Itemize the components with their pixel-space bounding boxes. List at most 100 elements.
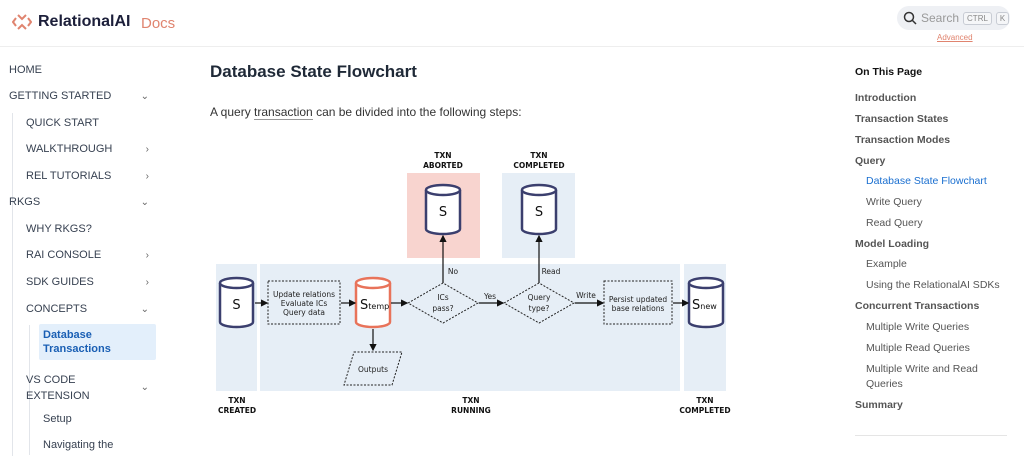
edge-label-no: No bbox=[448, 267, 459, 276]
box-text: base relations bbox=[612, 304, 665, 313]
label-completed: COMPLETED bbox=[679, 406, 730, 415]
edge-label-yes: Yes bbox=[483, 292, 496, 301]
label-txn: TXN bbox=[462, 396, 479, 405]
label-txn: TXN bbox=[696, 396, 713, 405]
search-button[interactable]: Search CTRL K bbox=[897, 6, 1010, 30]
label-txn: TXN bbox=[530, 151, 547, 160]
panel-running bbox=[260, 264, 680, 391]
docs-link[interactable]: Docs bbox=[141, 15, 176, 32]
toc-item[interactable]: Read Query bbox=[866, 217, 923, 229]
outputs-text: Outputs bbox=[358, 365, 388, 374]
cylinder-label: S bbox=[232, 298, 240, 313]
nav-item-quick-start[interactable]: QUICK START bbox=[26, 117, 149, 129]
label-aborted: ABORTED bbox=[423, 161, 463, 170]
intro-text: A query bbox=[210, 105, 255, 119]
nav-label: Setup bbox=[43, 413, 72, 425]
box-text: Update relations bbox=[273, 290, 335, 299]
nav-item-why-rkgs[interactable]: WHY RKGS? bbox=[26, 223, 149, 235]
kbd-k: K bbox=[995, 11, 1010, 25]
nav-item-rai-console[interactable]: RAI CONSOLE › bbox=[26, 249, 149, 261]
chevron-down-icon: ⌄ bbox=[140, 90, 149, 102]
label-running: RUNNING bbox=[451, 406, 491, 415]
diamond-text: ICs bbox=[437, 293, 448, 302]
nav-label: RAI CONSOLE bbox=[26, 249, 102, 261]
nav-label: SDK GUIDES bbox=[26, 276, 94, 288]
nav-item-walkthrough[interactable]: WALKTHROUGH › bbox=[26, 143, 149, 155]
header: RelationalAI Docs Search CTRL K Advanced bbox=[0, 0, 1024, 47]
cylinders bbox=[218, 183, 725, 329]
box-text: Persist updated bbox=[609, 295, 668, 304]
label-completed: COMPLETED bbox=[513, 161, 564, 170]
chevron-right-icon: › bbox=[145, 170, 149, 182]
diamond-text: pass? bbox=[432, 304, 453, 313]
nav-item-home[interactable]: HOME bbox=[9, 64, 149, 76]
cylinder-s-temp bbox=[354, 276, 392, 329]
divider bbox=[855, 435, 1007, 436]
nav-item-vs-code-extension[interactable]: VS CODE EXTENSION ⌄ bbox=[26, 372, 149, 404]
logo[interactable]: RelationalAI bbox=[12, 13, 130, 31]
edge-label-read: Read bbox=[542, 267, 561, 276]
cylinder-label: S bbox=[439, 205, 447, 220]
toc-item[interactable]: Query bbox=[855, 155, 886, 167]
nav-label: GETTING STARTED bbox=[9, 90, 112, 102]
cylinder-label-stemp: Stemp bbox=[360, 298, 389, 313]
chevron-right-icon: › bbox=[145, 143, 149, 155]
decision-ics-pass bbox=[406, 282, 480, 324]
relationalai-logo-icon bbox=[12, 14, 32, 30]
cylinder-s-initial bbox=[218, 276, 255, 329]
nav-label: RKGS bbox=[9, 196, 41, 208]
toc-item[interactable]: Example bbox=[866, 258, 907, 270]
page-title: Database State Flowchart bbox=[210, 62, 417, 81]
nav-label: WHY RKGS? bbox=[26, 223, 92, 235]
box-text: Evaluate ICs bbox=[281, 299, 328, 308]
intro-paragraph: A query transaction can be divided into … bbox=[210, 105, 522, 120]
search-placeholder: Search bbox=[921, 11, 960, 25]
nav-item-concepts[interactable]: CONCEPTS⌄ bbox=[26, 303, 149, 315]
nav-label: WALKTHROUGH bbox=[26, 143, 113, 155]
nav-item-rkgs[interactable]: RKGS⌄ bbox=[9, 196, 149, 208]
toc-item[interactable]: Concurrent Transactions bbox=[855, 300, 980, 312]
toc-item[interactable]: Multiple Write and Read bbox=[866, 363, 978, 375]
nav-item-setup[interactable]: Setup bbox=[43, 413, 143, 425]
nav-item-navigating[interactable]: Navigating the bbox=[43, 439, 143, 451]
nav-item-getting-started[interactable]: GETTING STARTED ⌄ bbox=[9, 90, 149, 102]
nav-label: REL TUTORIALS bbox=[26, 170, 112, 182]
outputs-parallelogram bbox=[343, 351, 403, 386]
nav-label: Database Transactions bbox=[43, 329, 111, 355]
toc-item[interactable]: Transaction Modes bbox=[855, 134, 951, 146]
toc-item[interactable]: Transaction States bbox=[855, 113, 949, 125]
label-txn: TXN bbox=[434, 151, 451, 160]
nav-item-sdk-guides[interactable]: SDK GUIDES › bbox=[26, 276, 149, 288]
edge-label-write: Write bbox=[576, 291, 596, 300]
chevron-right-icon: › bbox=[145, 276, 149, 288]
kbd-ctrl: CTRL bbox=[963, 11, 992, 25]
toc-item[interactable]: Summary bbox=[855, 399, 903, 411]
nav-label: VS CODE EXTENSION bbox=[26, 374, 90, 402]
chevron-down-icon: ⌄ bbox=[140, 382, 149, 393]
brand-name: RelationalAI bbox=[38, 13, 131, 30]
nav-item-database-transactions[interactable]: Database Transactions bbox=[39, 324, 156, 360]
toc-item[interactable]: Multiple Read Queries bbox=[866, 342, 970, 354]
toc-item-cont[interactable]: Queries bbox=[866, 378, 903, 390]
toc-item[interactable]: Introduction bbox=[855, 92, 917, 104]
nav-label: QUICK START bbox=[26, 117, 99, 129]
nav-item-rel-tutorials[interactable]: REL TUTORIALS › bbox=[26, 170, 149, 182]
label-txn: TXN bbox=[228, 396, 245, 405]
nav-label: HOME bbox=[9, 64, 42, 76]
cylinder-s-completed bbox=[520, 183, 558, 236]
arrows bbox=[255, 234, 690, 352]
transaction-link[interactable]: transaction bbox=[254, 105, 313, 120]
toc-item[interactable]: Using the RelationalAI SDKs bbox=[866, 279, 1000, 291]
toc-item[interactable]: Multiple Write Queries bbox=[866, 321, 970, 333]
nav-label: CONCEPTS bbox=[26, 303, 88, 315]
diamond-text: type? bbox=[529, 304, 550, 313]
label-created: CREATED bbox=[218, 406, 256, 415]
toc-item-active[interactable]: Database State Flowchart bbox=[866, 175, 987, 187]
advanced-search-link[interactable]: Advanced bbox=[937, 33, 973, 42]
chevron-right-icon: › bbox=[145, 249, 149, 261]
toc-item[interactable]: Write Query bbox=[866, 196, 922, 208]
cylinder-s-new bbox=[687, 276, 725, 329]
toc-heading: On This Page bbox=[855, 66, 923, 78]
toc-item[interactable]: Model Loading bbox=[855, 238, 930, 250]
diamond-text: Query bbox=[528, 293, 551, 302]
